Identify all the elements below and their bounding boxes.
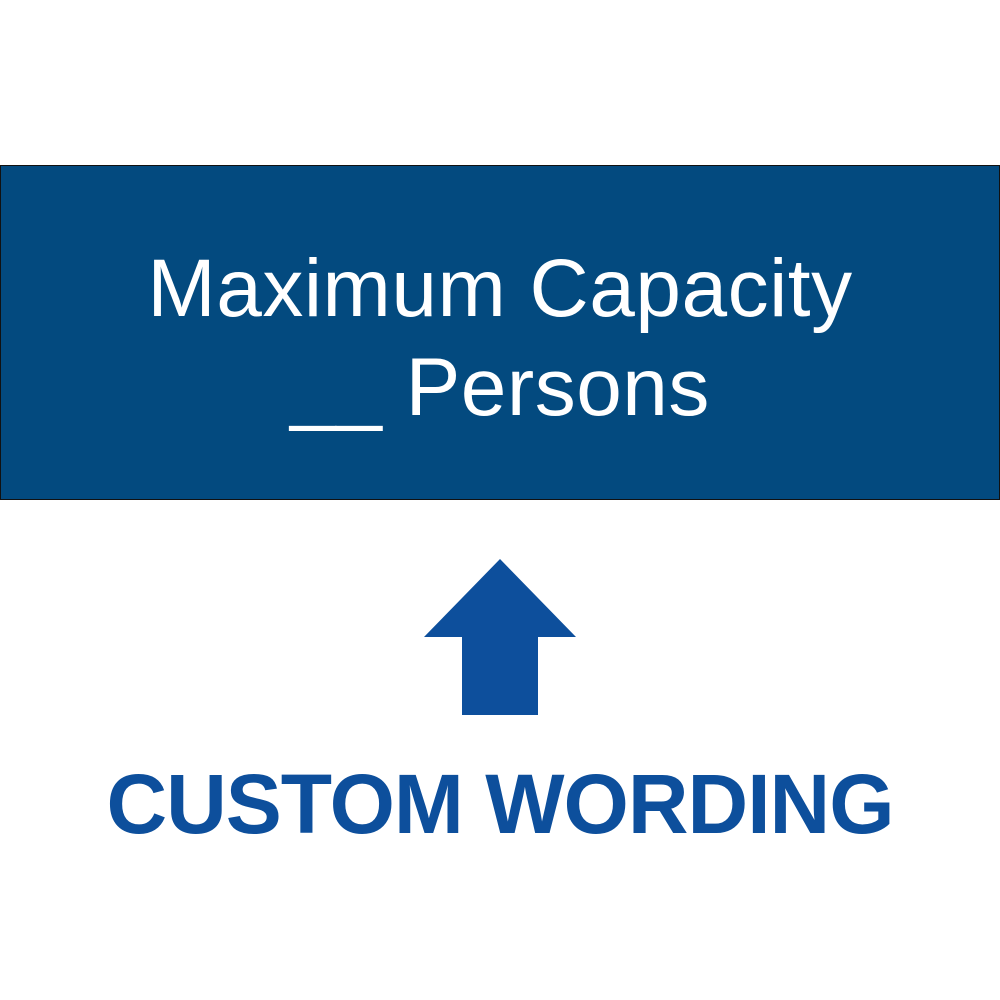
custom-wording-caption: CUSTOM WORDING	[106, 757, 894, 851]
arrow-up-icon	[424, 559, 576, 715]
sign-title: Maximum Capacity	[147, 243, 853, 334]
sign-panel: Maximum Capacity __ Persons	[0, 165, 1000, 500]
arrow-up-shape	[424, 559, 576, 715]
sign-capacity-line: __ Persons	[290, 342, 710, 433]
